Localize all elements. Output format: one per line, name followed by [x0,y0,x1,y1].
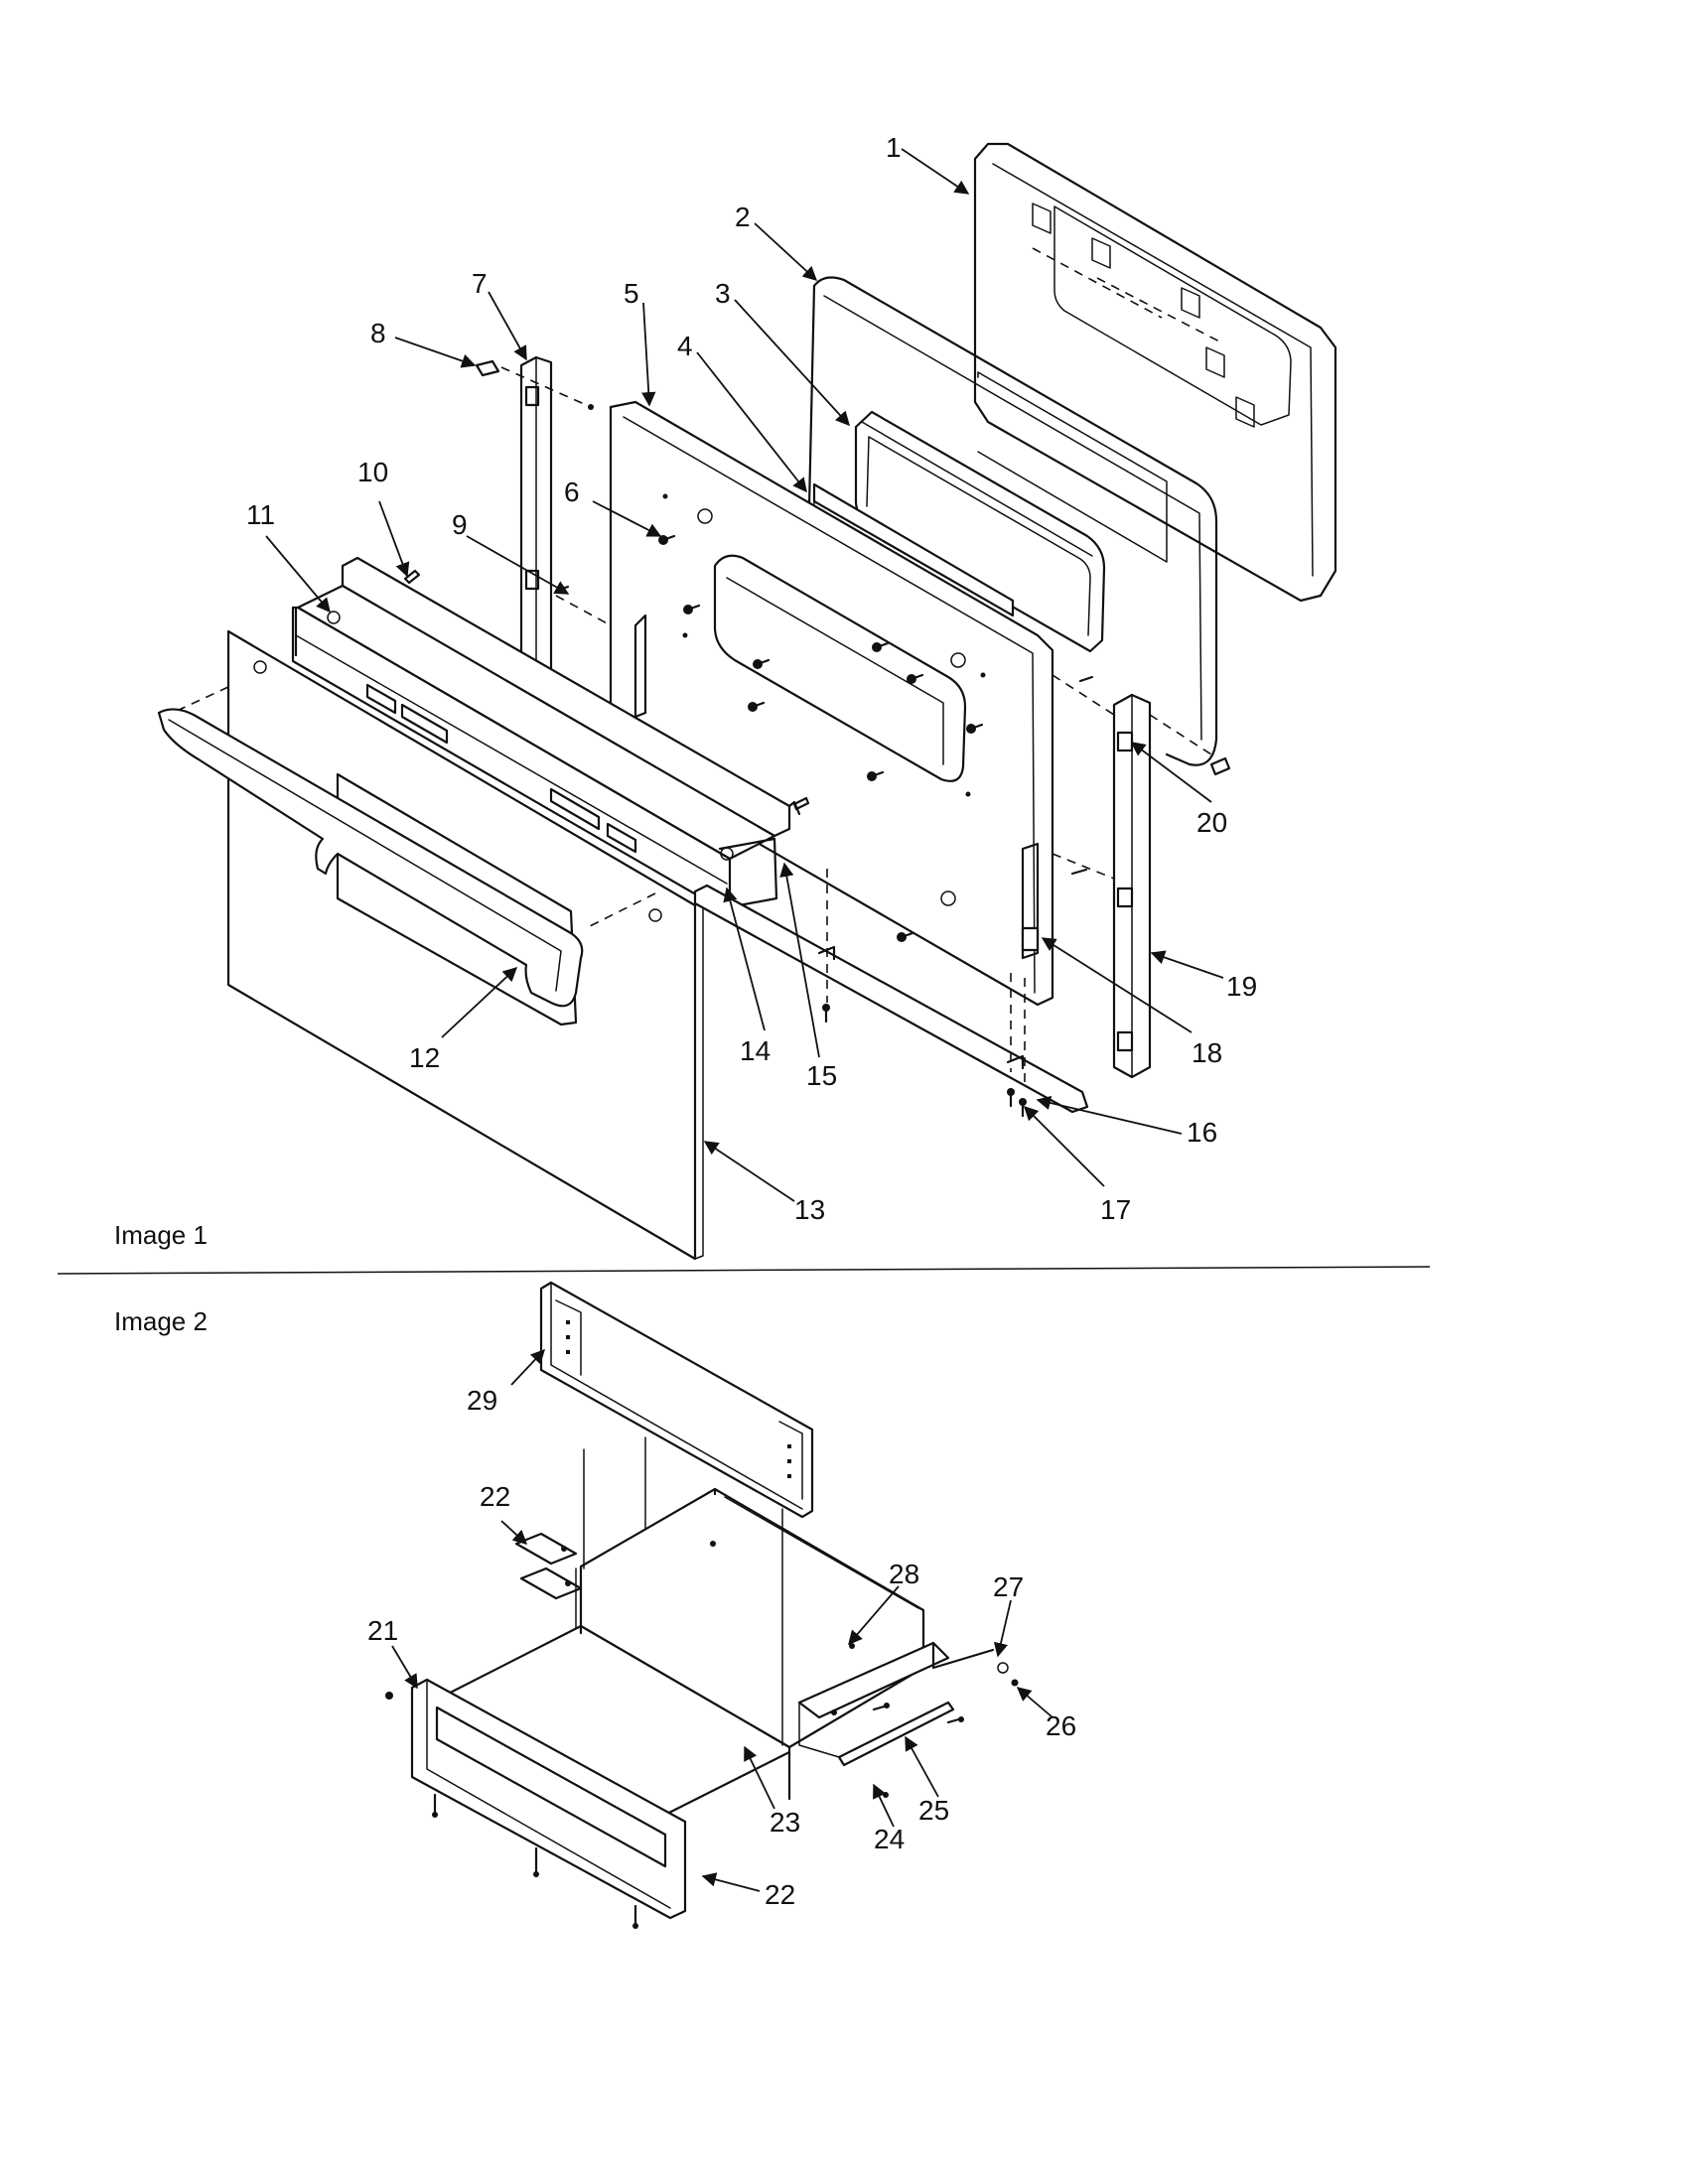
callout-12: 12 [409,1042,440,1073]
callout-16: 16 [1187,1117,1217,1148]
callout-19: 19 [1226,971,1257,1002]
callout-labels-image1: 1 2 3 4 5 6 7 8 9 10 11 12 13 14 15 16 1… [246,132,1257,1225]
part-12-door-handle [157,708,584,1008]
part-20-hinge-screw [1149,714,1231,776]
callout-17: 17 [1100,1194,1131,1225]
part-25-drawer-slide [797,1641,964,1767]
callout-5: 5 [624,278,639,309]
callout-leaders-image2 [391,1348,1053,1892]
door-assembly-view: 1 2 3 4 5 6 7 8 9 10 11 12 13 14 15 16 1… [114,132,1337,1261]
callout-11: 11 [246,499,275,530]
callout-26: 26 [1046,1710,1076,1741]
part-11-door-top-channel [291,556,810,913]
part-10-screw [403,569,421,585]
callout-labels-image2: 29 22 21 28 27 26 25 24 23 22 [367,1385,1076,1910]
part-17-bracket-screws [822,869,1027,1118]
callout-3: 3 [715,278,731,309]
callout-8: 8 [370,318,386,348]
callout-24: 24 [874,1824,905,1854]
drawer-assembly-view: Image 2 [114,1281,1076,1929]
callout-4: 4 [677,331,693,361]
callout-7: 7 [472,268,488,299]
drawer-front-screws [385,1692,638,1929]
part-18-hinge-bracket [1021,926,1040,952]
callout-15: 15 [806,1060,837,1091]
callout-27: 27 [993,1571,1024,1602]
callout-25: 25 [918,1795,949,1826]
callout-14: 14 [740,1035,771,1066]
part-7-left-hinge-channel [519,355,553,695]
callout-28: 28 [889,1559,919,1589]
callout-18: 18 [1192,1037,1222,1068]
part-22-left-bracket [514,1532,583,1600]
door-panel-screws [658,534,984,942]
part-19-right-hinge-channel [1052,674,1152,1079]
part-16-bottom-bracket [693,884,1089,1114]
part-5-door-inner-panel [609,400,1054,1007]
callout-leaders-image1 [265,148,1224,1202]
part-1-inner-door-liner [973,142,1337,603]
callout-20: 20 [1196,807,1227,838]
part-8-hinge-screw [475,359,594,410]
callout-9: 9 [452,509,468,540]
callout-22-upper: 22 [480,1481,510,1512]
callout-1: 1 [886,132,902,163]
part-2-door-gasket [807,276,1218,766]
section-label-image2: Image 2 [114,1306,208,1336]
callout-22-lower: 22 [765,1879,795,1910]
callout-6: 6 [564,477,580,507]
section-label-image1: Image 1 [114,1220,208,1250]
callout-21: 21 [367,1615,398,1646]
callout-23: 23 [770,1807,800,1838]
callout-2: 2 [735,202,751,232]
callout-10: 10 [357,457,388,487]
part-21-drawer-front [410,1678,687,1920]
section-divider [57,1266,1431,1275]
part-29-drawer-back-panel [539,1281,814,1519]
callout-29: 29 [467,1385,497,1416]
callout-13: 13 [794,1194,825,1225]
